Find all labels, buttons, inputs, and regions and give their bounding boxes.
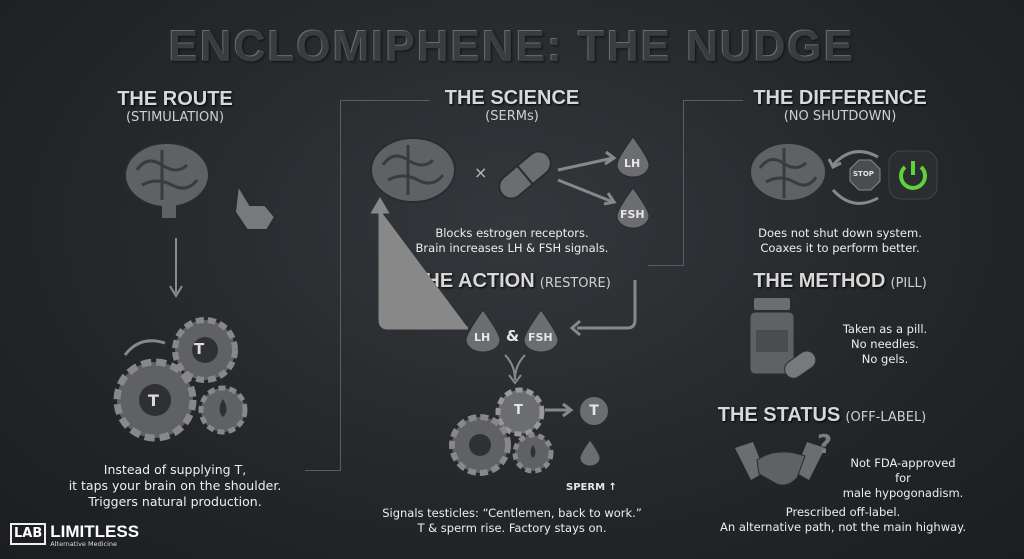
logo-mark: LAB	[10, 523, 47, 545]
brand-logo: LAB LIMITLESS Alternative Medicine	[10, 523, 139, 548]
route-heading: THE ROUTE	[117, 88, 233, 110]
gears-icon	[113, 317, 248, 442]
method-heading: THE METHOD (PILL)	[753, 270, 927, 292]
logo-tagline: Alternative Medicine	[50, 540, 118, 548]
brain-icon	[124, 142, 210, 218]
stop-label: STOP	[853, 170, 874, 178]
droplet-icon	[579, 439, 601, 467]
difference-heading: THE DIFFERENCE	[753, 87, 927, 109]
fsh-label: FSH	[620, 208, 645, 221]
method-text: Taken as a pill.No needles.No gels.	[842, 322, 928, 366]
times-symbol: ×	[474, 163, 488, 182]
divider	[683, 100, 743, 101]
power-icon	[888, 150, 938, 200]
page-title: ENCLOMIPHENE: THE NUDGE	[168, 22, 856, 71]
science-heading: THE SCIENCE	[444, 87, 580, 109]
gear-label: T	[148, 391, 159, 410]
logo-name: LIMITLESS	[50, 522, 140, 541]
question-mark-icon: ?	[817, 430, 833, 460]
divider	[340, 100, 430, 101]
pill-icon	[498, 150, 552, 200]
handshake-icon	[735, 442, 825, 486]
gear-label: T	[194, 340, 205, 358]
lh-label: LH	[624, 157, 641, 170]
divider	[305, 470, 341, 471]
action-text: Signals testicles: “Centlemen, back to w…	[382, 506, 642, 535]
science-subheading: (SERMs)	[485, 109, 539, 124]
difference-subheading: (NO SHUTDOWN)	[783, 109, 897, 124]
droplet-icon	[523, 309, 559, 353]
status-heading: THE STATUS (OFF-LABEL)	[717, 404, 927, 426]
droplet-icon	[465, 309, 501, 353]
route-subheading: (STIMULATION)	[125, 110, 225, 125]
pill-bottle-icon	[749, 298, 817, 379]
sperm-label: SPERM ↑	[566, 482, 617, 493]
divider	[648, 265, 684, 266]
divider	[683, 100, 684, 265]
science-text: Blocks estrogen receptors.Brain increase…	[415, 226, 609, 255]
droplet-icon	[616, 136, 650, 178]
difference-text: Does not shut down system.Coaxes it to p…	[758, 226, 922, 255]
arrow-down-icon	[504, 354, 526, 385]
action-heading: THE ACTION (RESTORE)	[413, 270, 611, 292]
arrow-down-icon	[169, 238, 183, 298]
gear-label: T	[514, 403, 523, 418]
divider	[340, 100, 341, 470]
brain-icon	[370, 137, 456, 203]
fsh-label: FSH	[528, 331, 553, 344]
loop-arrows-icon	[370, 197, 637, 337]
droplet-icon	[616, 187, 650, 229]
pointing-hand-icon	[233, 181, 277, 231]
ampersand: &	[506, 327, 520, 345]
stop-sign-icon	[849, 159, 881, 191]
testosterone-badge: T	[578, 395, 610, 427]
lh-label: LH	[474, 331, 491, 344]
route-text: Instead of supplying T,it taps your brai…	[68, 462, 282, 509]
gears-icon	[449, 387, 574, 476]
arrows-icon	[557, 150, 617, 206]
status-text-2: Prescribed off-label.An alternative path…	[720, 505, 966, 534]
cycle-arrow-icon	[827, 150, 879, 205]
brain-icon	[749, 142, 827, 202]
